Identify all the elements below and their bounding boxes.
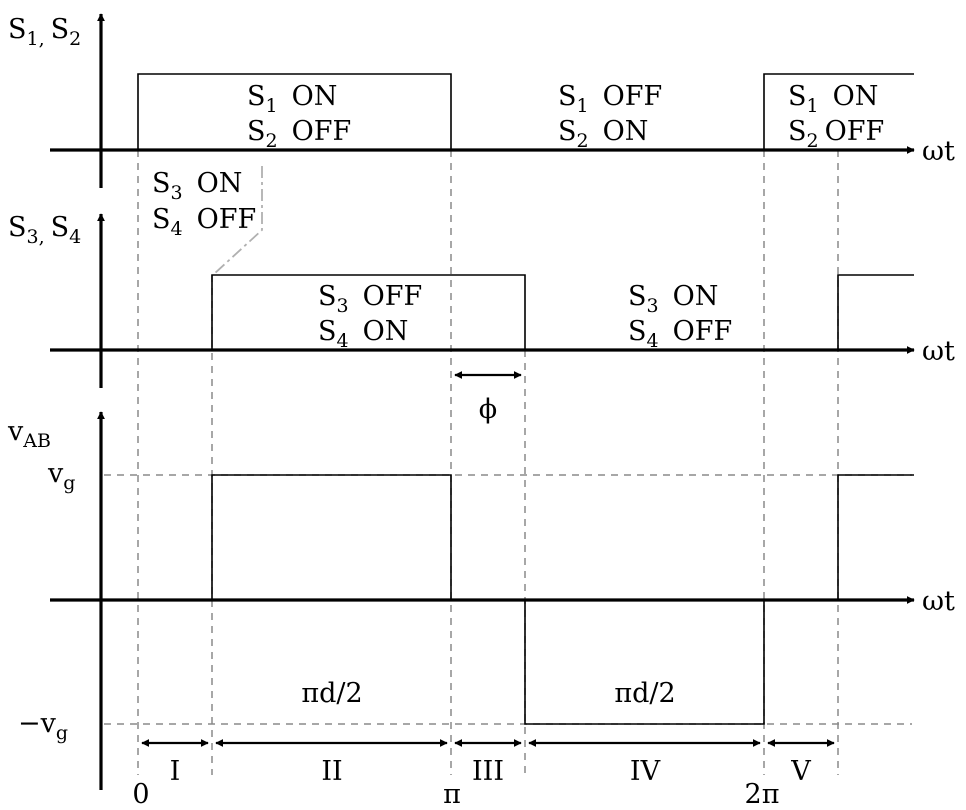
panel-vab: vAB ωt vg −vg πd/2 πd/2 xyxy=(7,411,955,790)
interval-label-2: II xyxy=(321,756,342,787)
neg-vg-level-label: −vg xyxy=(18,708,68,744)
vg-level-label: vg xyxy=(47,458,75,494)
tick-zero: 0 xyxy=(132,779,149,810)
x-label-wt: ωt xyxy=(922,336,955,367)
pulse-width-label-negative: πd/2 xyxy=(614,678,675,709)
pulse-width-label-positive: πd/2 xyxy=(301,678,362,709)
x-label-wt: ωt xyxy=(922,586,955,617)
state-leader-line xyxy=(213,166,263,275)
guide-lines xyxy=(104,150,912,775)
vab-positive-pulse xyxy=(211,474,452,600)
vab-negative-pulse xyxy=(524,600,765,725)
phi-label: ϕ xyxy=(479,394,497,425)
x-label-wt: ωt xyxy=(922,136,955,167)
y-label-s3-s4: S3,S4 xyxy=(8,212,81,248)
interval-label-4: IV xyxy=(630,756,661,787)
interval-label-1: I xyxy=(170,756,181,787)
tick-labels: 0 π 2π xyxy=(132,779,779,810)
s1-waveform-next xyxy=(763,73,914,150)
s3-waveform xyxy=(211,274,526,350)
tick-two-pi: 2π xyxy=(745,779,780,810)
interval-arrows: I II III IV V xyxy=(141,739,835,787)
interval-label-3: III xyxy=(472,756,504,787)
s3-waveform-next xyxy=(837,274,914,350)
s1-waveform xyxy=(137,73,452,150)
y-label-s1-s2: S1,S2 xyxy=(8,14,81,50)
interval-label-5: V xyxy=(790,756,811,787)
vab-positive-pulse-next xyxy=(837,474,914,600)
tick-pi: π xyxy=(443,779,461,810)
y-label-vab: vAB xyxy=(7,416,51,452)
